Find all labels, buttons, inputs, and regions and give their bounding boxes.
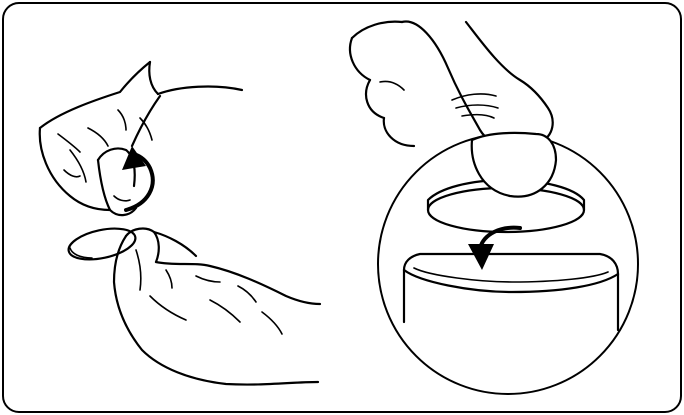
illustration-canvas xyxy=(0,0,684,415)
instruction-illustration xyxy=(0,0,684,415)
